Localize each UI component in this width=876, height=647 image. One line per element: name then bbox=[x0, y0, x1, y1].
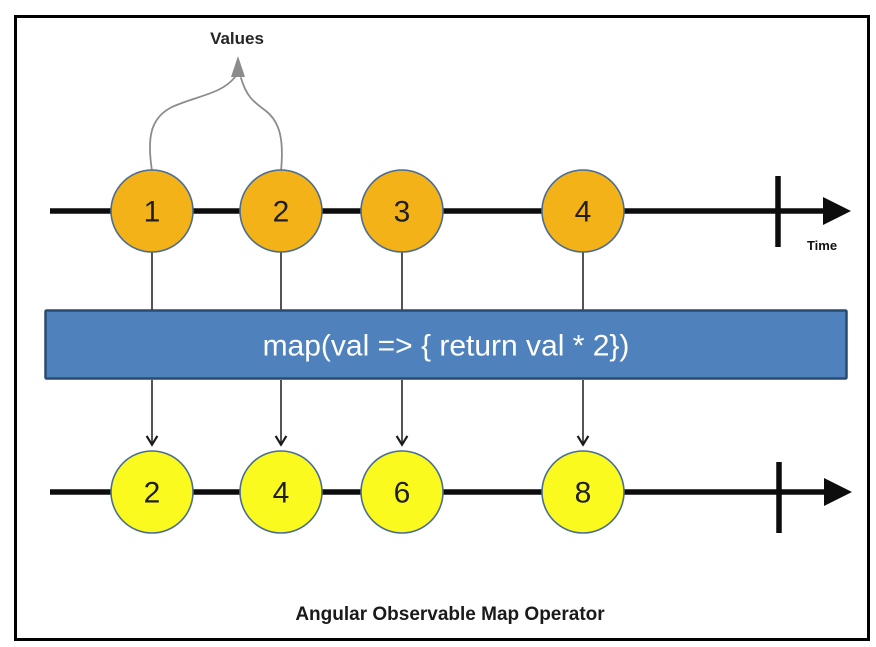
source-marble-3-value: 3 bbox=[394, 196, 411, 229]
source-marble-1-value: 1 bbox=[144, 196, 161, 229]
output-marble-3 bbox=[360, 450, 444, 534]
output-marble-2-value: 4 bbox=[273, 477, 290, 510]
values-label: Values bbox=[210, 29, 264, 48]
source-marble-3 bbox=[360, 169, 444, 253]
output-marble-4-value: 8 bbox=[575, 477, 592, 510]
arrow-right-icon bbox=[824, 478, 852, 506]
source-marble-2-value: 2 bbox=[273, 196, 290, 229]
time-label: Time bbox=[807, 238, 837, 253]
source-marble-1 bbox=[110, 169, 194, 253]
output-marble-group: 2 4 6 8 bbox=[110, 450, 625, 534]
source-marble-2 bbox=[239, 169, 323, 253]
output-marble-1-value: 2 bbox=[144, 477, 161, 510]
arrow-up-icon bbox=[231, 56, 245, 77]
arrow-right-icon bbox=[823, 197, 851, 225]
output-marble-4 bbox=[541, 450, 625, 534]
map-operator-expression: map(val => { return val * 2}) bbox=[263, 330, 630, 363]
values-curve-left bbox=[149, 76, 236, 172]
source-marble-4 bbox=[541, 169, 625, 253]
output-marble-2 bbox=[239, 450, 323, 534]
values-curve-right bbox=[240, 77, 283, 172]
output-marble-3-value: 6 bbox=[394, 477, 411, 510]
output-marble-1 bbox=[110, 450, 194, 534]
diagram-title: Angular Observable Map Operator bbox=[295, 604, 605, 625]
map-operator-box bbox=[44, 309, 848, 380]
source-marble-4-value: 4 bbox=[575, 196, 592, 229]
source-marble-group: 1 2 3 4 bbox=[110, 169, 625, 253]
